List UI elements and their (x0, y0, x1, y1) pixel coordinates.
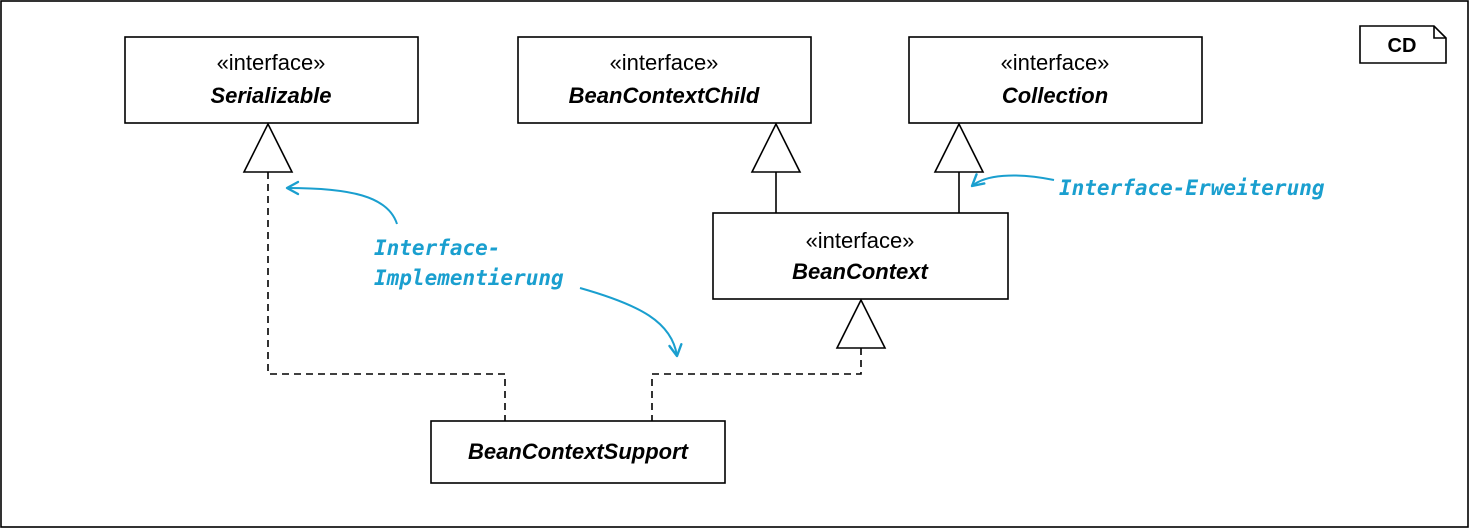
class-name-collection: Collection (1002, 83, 1108, 108)
class-box-bean-context-support: BeanContextSupport (430, 420, 726, 484)
realization-edge-bean-context (651, 298, 887, 421)
stereotype-label: «interface» (1001, 50, 1110, 75)
class-name-bean-context: BeanContext (792, 259, 929, 284)
stereotype-label: «interface» (806, 228, 915, 253)
class-box-bean-context: «interface» BeanContext (712, 212, 1009, 300)
class-name-serializable: Serializable (210, 83, 331, 108)
annotation-implementation: Interface- Implementierung (285, 180, 683, 358)
class-box-bean-context-child: «interface» BeanContextChild (517, 36, 812, 124)
annotation-arrow-to-bean-context (579, 287, 683, 358)
extension-edge-bean-context-child (750, 122, 802, 213)
extension-edge-collection (933, 122, 985, 213)
stereotype-label: «interface» (610, 50, 719, 75)
stereotype-label: «interface» (217, 50, 326, 75)
annotation-implementation-line1: Interface- (374, 236, 500, 260)
annotation-arrow-to-serializable (285, 180, 398, 225)
realization-edge-serializable (242, 122, 506, 421)
annotation-implementation-line2: Implementierung (374, 266, 564, 290)
class-box-collection: «interface» Collection (908, 36, 1203, 124)
annotation-arrow-to-collection (970, 173, 1055, 188)
class-name-bean-context-support: BeanContextSupport (468, 439, 690, 464)
class-name-bean-context-child: BeanContextChild (569, 83, 760, 108)
diagram-type-label: CD (1388, 35, 1417, 57)
diagram-type-tag: CD (1359, 25, 1447, 64)
class-box-serializable: «interface» Serializable (124, 36, 419, 124)
annotation-extension-label: Interface-Erweiterung (1059, 176, 1325, 200)
annotation-extension: Interface-Erweiterung (970, 173, 1325, 200)
